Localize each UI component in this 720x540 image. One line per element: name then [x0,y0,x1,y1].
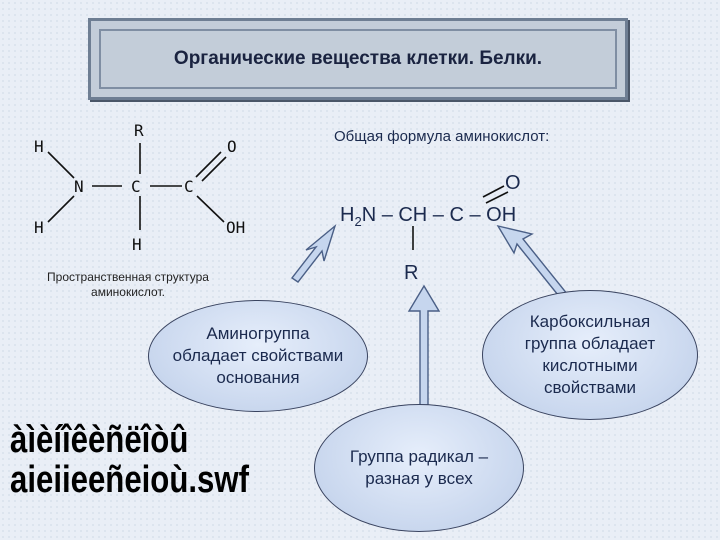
bond-c-o-double-1 [195,151,222,178]
atom-h-top-left: H [34,137,44,156]
bond-c-o-double-2 [201,156,227,182]
bond-formula-co-1 [482,185,505,198]
atom-h-bottom: H [132,235,142,254]
atom-c-alpha: C [131,177,141,196]
amino-line3: основания [216,368,300,387]
amino-line2: обладает свойствами [172,346,344,365]
embedded-media-label[interactable]: àìèíîêèñëîòû aieiieeñeioù.swf [10,419,249,510]
carboxyl-line1: Карбоксильная [529,312,651,331]
formula-h: H [340,204,355,226]
bond-h-n-top [47,151,75,179]
slide-title: Органические вещества клетки. Белки. [173,48,543,69]
carboxyl-group-oval: Карбоксильная группа обладает кислотными… [482,290,698,420]
atom-o: O [227,137,237,156]
carboxyl-line2: группа обладает [524,334,656,353]
arrow-carboxyl [496,224,569,301]
amino-group-oval: Аминогруппа обладает свойствами основани… [148,300,368,412]
bond-h-n-bottom [47,195,75,223]
bond-c-oh [196,195,225,223]
formula-r: R [404,262,419,284]
bond-formula-co-2 [485,191,509,204]
carboxyl-line4: свойствами [543,378,637,397]
formula-heading: Общая формула аминокислот: [334,128,550,145]
radical-line1: Группа радикал – [349,447,489,466]
structure-caption: Пространственная структура аминокислот. [28,270,228,300]
arrow-radical [407,284,441,406]
atom-oh: OH [226,218,246,237]
atom-c-carboxyl: C [184,177,194,196]
embedded-media-line1: àìèíîêèñëîòû [10,419,189,461]
title-inner-frame: Органические вещества клетки. Белки. [99,29,617,89]
structure-caption-line1: Пространственная структура [47,270,209,284]
formula-main: H2N – CH – C – OH [340,204,516,229]
structure-caption-line2: аминокислот. [91,285,165,299]
formula-subscript: 2 [354,214,362,229]
atom-r: R [134,121,144,140]
radical-group-oval: Группа радикал – разная у всех [314,404,524,532]
formula-rest: N – CH – C – OH [361,204,517,226]
atom-n: N [74,177,84,196]
amino-line1: Аминогруппа [206,324,310,343]
carboxyl-line3: кислотными [542,356,638,375]
embedded-media-line2: aieiieeñeioù.swf [10,459,249,501]
arrow-amino [290,223,337,283]
formula-o: O [505,172,521,194]
atom-h-bottom-left: H [34,218,44,237]
title-box: Органические вещества клетки. Белки. [88,18,628,100]
radical-line2: разная у всех [365,469,473,488]
